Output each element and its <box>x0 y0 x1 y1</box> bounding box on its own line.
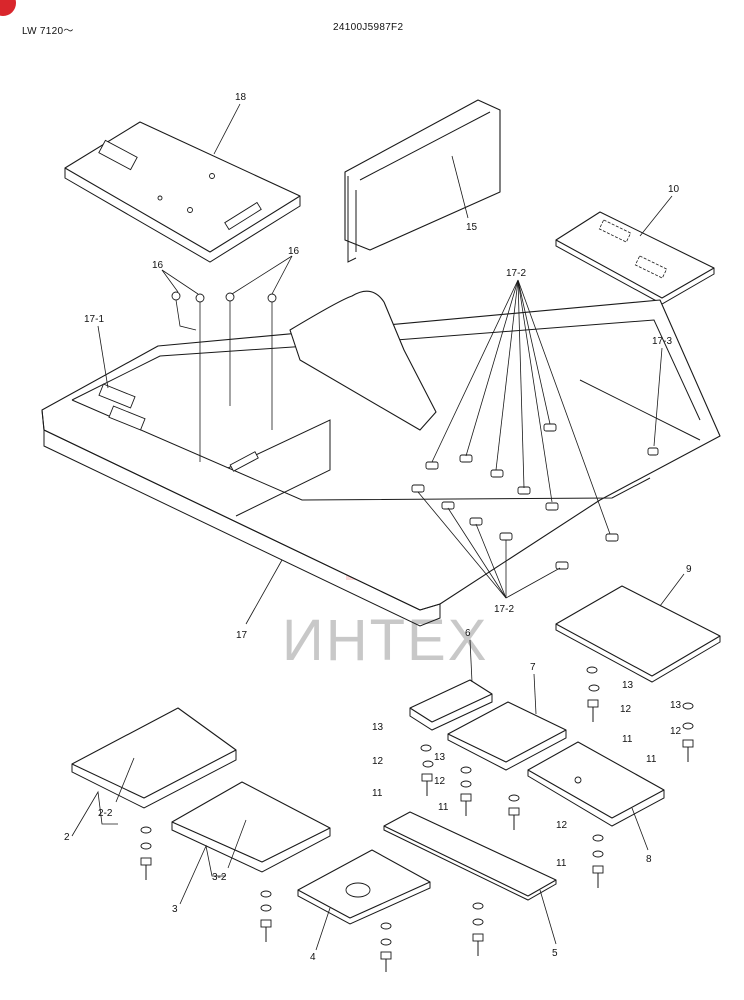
corner-mark <box>0 0 16 16</box>
callout-12-b: 12 <box>670 726 682 737</box>
callout-9: 9 <box>686 564 692 575</box>
callout-labels: 18 15 10 16 16 17-2 17-1 17-3 17-2 17 9 … <box>64 92 692 963</box>
callout-10: 10 <box>668 184 680 195</box>
callout-3: 3 <box>172 904 178 915</box>
model-range-label: LW 7120～ <box>22 26 74 37</box>
callout-11-d: 11 <box>438 802 449 813</box>
callout-17-1: 17-1 <box>84 314 104 325</box>
callout-6: 6 <box>465 628 471 639</box>
callout-12-d: 12 <box>434 776 446 787</box>
callout-13-b: 13 <box>670 700 682 711</box>
callout-7: 7 <box>530 662 536 673</box>
part-7-plate <box>447 701 567 771</box>
callout-13-d: 13 <box>434 752 446 763</box>
part-4-plate-with-hole <box>297 849 431 925</box>
part-5-long-plate <box>383 811 557 901</box>
callout-11-b: 11 <box>646 754 657 765</box>
callout-17-3: 17-3 <box>652 336 672 347</box>
callout-13-c: 13 <box>372 722 384 733</box>
callout-5: 5 <box>552 948 558 959</box>
part-18-top-plate <box>64 121 301 263</box>
callout-4: 4 <box>310 952 316 963</box>
callout-12-c: 12 <box>372 756 384 767</box>
callout-13-a: 13 <box>622 680 634 691</box>
callout-15: 15 <box>466 222 478 233</box>
watermark-text: ИНТЕХ <box>282 608 488 673</box>
callout-17-2-top: 17-2 <box>506 268 526 279</box>
part-15-side-bracket <box>344 99 501 263</box>
callout-16-left: 16 <box>152 260 164 271</box>
callout-11-e: 11 <box>556 858 567 869</box>
callout-11-a: 11 <box>622 734 633 745</box>
callout-12-e: 12 <box>556 820 568 831</box>
fasteners-11-12-13 <box>140 666 694 972</box>
part-17-main-frame <box>41 290 721 627</box>
part-10-vent-cover <box>555 211 715 305</box>
part-8-plate <box>527 741 665 827</box>
callout-11-c: 11 <box>372 788 383 799</box>
callout-18: 18 <box>235 92 247 103</box>
drawing-number: 24100J5987F2 <box>333 22 404 33</box>
callout-2-2: 2-2 <box>98 808 113 819</box>
part-9-cover-plate <box>555 585 721 683</box>
callout-12-a: 12 <box>620 704 632 715</box>
callout-16-right: 16 <box>288 246 300 257</box>
callout-17: 17 <box>236 630 248 641</box>
callout-3-2: 3-2 <box>212 872 227 883</box>
callout-2: 2 <box>64 832 70 843</box>
part-6-bracket <box>409 679 493 731</box>
callout-8: 8 <box>646 854 652 865</box>
part-2-cover-box <box>71 707 237 809</box>
callout-17-2-bottom: 17-2 <box>494 604 514 615</box>
leader-lines <box>71 103 685 951</box>
part-3-cover-box <box>171 781 331 873</box>
